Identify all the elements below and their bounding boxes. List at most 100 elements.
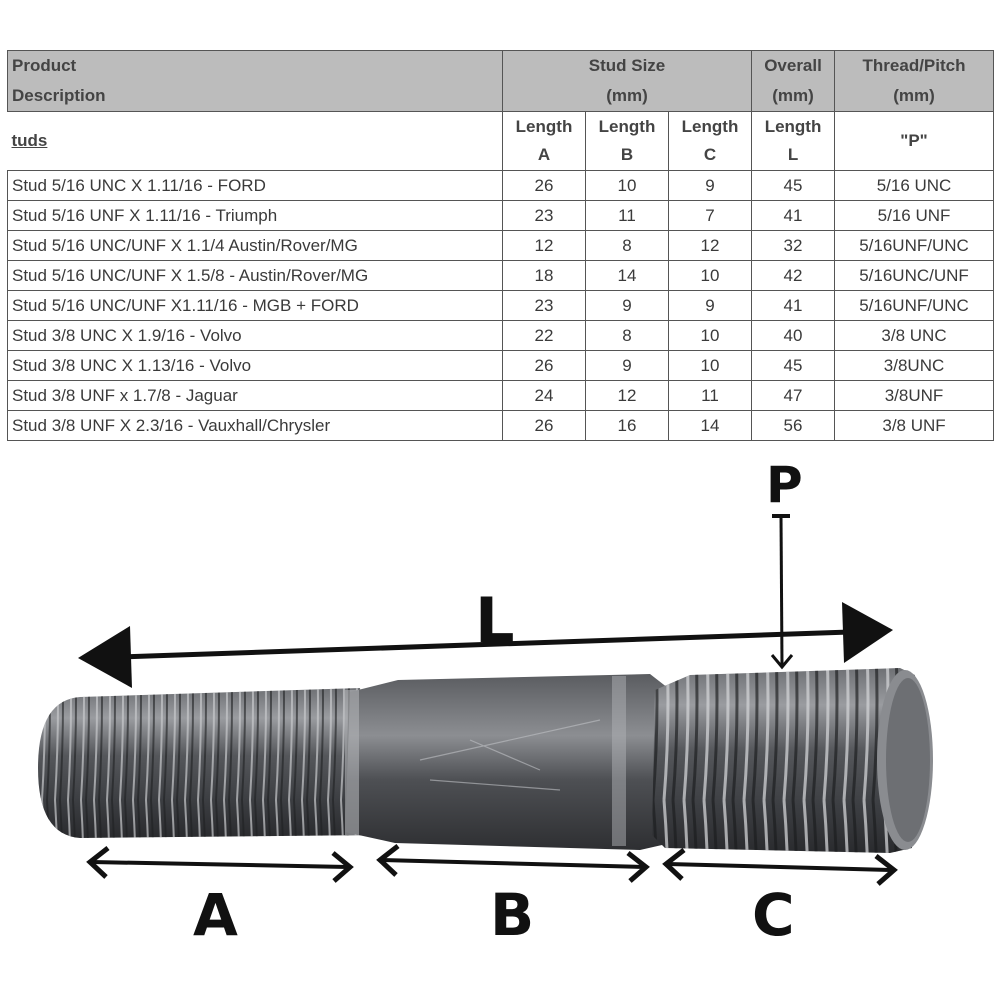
- length-a-arrow: [86, 846, 354, 883]
- table-row: Stud 5/16 UNF X 1.11/16 - Triumph 23 11 …: [7, 200, 995, 231]
- cell-length-b: 10: [585, 170, 669, 201]
- cell-length-c: 10: [667, 260, 753, 291]
- shank-b-section: [345, 674, 668, 850]
- cell-thread-pitch: 5/16UNC/UNF: [834, 260, 995, 291]
- length-l-arrow: [78, 602, 893, 688]
- cell-length-b: 8: [585, 230, 669, 261]
- cell-length-a: 26: [502, 170, 586, 201]
- header-overall: Overall (mm): [751, 50, 836, 112]
- cell-length-a: 18: [502, 260, 586, 291]
- length-c-arrow: [662, 848, 898, 886]
- length-b-arrow: [376, 844, 650, 883]
- subheader-length-c: Length C: [667, 111, 753, 171]
- cell-thread-pitch: 5/16UNF/UNC: [834, 230, 995, 261]
- subheader-pitch: "P": [834, 111, 995, 171]
- table-row: Stud 3/8 UNC X 1.13/16 - Volvo 26 9 10 4…: [7, 350, 995, 381]
- cell-length-l: 47: [751, 380, 836, 411]
- cell-description: Stud 3/8 UNC X 1.9/16 - Volvo: [7, 320, 503, 351]
- table-row: Stud 5/16 UNC/UNF X1.11/16 - MGB + FORD …: [7, 290, 995, 321]
- stud-illustration: [38, 514, 933, 886]
- cell-description: Stud 3/8 UNF X 2.3/16 - Vauxhall/Chrysle…: [7, 410, 503, 441]
- section-label: tuds: [7, 111, 503, 171]
- subheader-length-a: Length A: [502, 111, 586, 171]
- thread-a-section: [38, 688, 378, 838]
- cell-length-b: 9: [585, 350, 669, 381]
- cell-length-a: 26: [502, 410, 586, 441]
- cell-length-a: 22: [502, 320, 586, 351]
- subheader-text: B: [620, 145, 634, 164]
- header-product-description: Product Description: [7, 50, 503, 112]
- stud-diagram: P L A B C: [0, 450, 1000, 1000]
- cell-length-b: 12: [585, 380, 669, 411]
- header-thread-pitch: Thread/Pitch (mm): [834, 50, 995, 112]
- table-row: Stud 5/16 UNC/UNF X 1.1/4 Austin/Rover/M…: [7, 230, 995, 261]
- table-row: Stud 5/16 UNC/UNF X 1.5/8 - Austin/Rover…: [7, 260, 995, 291]
- cell-description: Stud 5/16 UNC/UNF X 1.1/4 Austin/Rover/M…: [7, 230, 503, 261]
- table-row: Stud 3/8 UNC X 1.9/16 - Volvo 22 8 10 40…: [7, 320, 995, 351]
- subheader-text: Length: [515, 117, 573, 136]
- cell-length-b: 9: [585, 290, 669, 321]
- cell-length-b: 8: [585, 320, 669, 351]
- subheader-length-l: Length L: [751, 111, 836, 171]
- cell-description: Stud 3/8 UNF x 1.7/8 - Jaguar: [7, 380, 503, 411]
- cell-length-a: 23: [502, 290, 586, 321]
- cell-length-l: 56: [751, 410, 836, 441]
- pitch-p-arrow: [770, 514, 794, 670]
- label-a: A: [193, 881, 238, 949]
- cell-length-l: 32: [751, 230, 836, 261]
- table-row: Stud 3/8 UNF x 1.7/8 - Jaguar 24 12 11 4…: [7, 380, 995, 411]
- cell-length-b: 11: [585, 200, 669, 231]
- cell-length-a: 24: [502, 380, 586, 411]
- label-l: L: [475, 584, 515, 657]
- stud-spec-table: Product Description Stud Size (mm) Overa…: [7, 50, 995, 441]
- cell-thread-pitch: 3/8 UNC: [834, 320, 995, 351]
- table-subheader-row: tuds Length A Length B Length C Length L…: [7, 111, 995, 171]
- cell-length-l: 40: [751, 320, 836, 351]
- subheader-text: Length: [764, 117, 822, 136]
- cell-length-l: 41: [751, 290, 836, 321]
- cell-description: Stud 3/8 UNC X 1.13/16 - Volvo: [7, 350, 503, 381]
- subheader-text: C: [703, 145, 717, 164]
- cell-thread-pitch: 5/16UNF/UNC: [834, 290, 995, 321]
- header-text: Product: [12, 56, 77, 75]
- label-c: C: [752, 881, 795, 949]
- cell-thread-pitch: 3/8UNF: [834, 380, 995, 411]
- header-text: Overall: [764, 56, 822, 75]
- cell-thread-pitch: 5/16 UNF: [834, 200, 995, 231]
- cell-length-l: 45: [751, 350, 836, 381]
- cell-description: Stud 5/16 UNC X 1.11/16 - FORD: [7, 170, 503, 201]
- cell-length-c: 12: [667, 230, 753, 261]
- label-p: P: [766, 456, 803, 514]
- label-b: B: [490, 881, 535, 949]
- cell-length-c: 7: [667, 200, 753, 231]
- subheader-text: Length: [681, 117, 739, 136]
- header-text: (mm): [893, 86, 935, 105]
- cell-length-b: 16: [585, 410, 669, 441]
- cell-length-c: 9: [667, 170, 753, 201]
- header-text: (mm): [772, 86, 814, 105]
- table-row: Stud 3/8 UNF X 2.3/16 - Vauxhall/Chrysle…: [7, 410, 995, 441]
- subheader-length-b: Length B: [585, 111, 669, 171]
- cell-length-c: 14: [667, 410, 753, 441]
- cell-thread-pitch: 3/8UNC: [834, 350, 995, 381]
- cell-length-l: 45: [751, 170, 836, 201]
- cell-length-l: 42: [751, 260, 836, 291]
- cell-description: Stud 5/16 UNF X 1.11/16 - Triumph: [7, 200, 503, 231]
- header-stud-size: Stud Size (mm): [501, 50, 753, 112]
- cell-length-l: 41: [751, 200, 836, 231]
- cell-description: Stud 5/16 UNC/UNF X1.11/16 - MGB + FORD: [7, 290, 503, 321]
- subheader-text: Length: [598, 117, 656, 136]
- cell-length-c: 11: [667, 380, 753, 411]
- header-text: (mm): [606, 86, 648, 105]
- thread-c-section: [652, 668, 933, 853]
- header-text: Description: [12, 86, 106, 105]
- header-text: Thread/Pitch: [862, 56, 966, 75]
- cell-length-c: 10: [667, 350, 753, 381]
- cell-length-a: 26: [502, 350, 586, 381]
- header-text: Stud Size: [588, 56, 666, 75]
- cell-description: Stud 5/16 UNC/UNF X 1.5/8 - Austin/Rover…: [7, 260, 503, 291]
- cell-length-c: 10: [667, 320, 753, 351]
- subheader-text: A: [537, 145, 551, 164]
- cell-length-c: 9: [667, 290, 753, 321]
- cell-thread-pitch: 3/8 UNF: [834, 410, 995, 441]
